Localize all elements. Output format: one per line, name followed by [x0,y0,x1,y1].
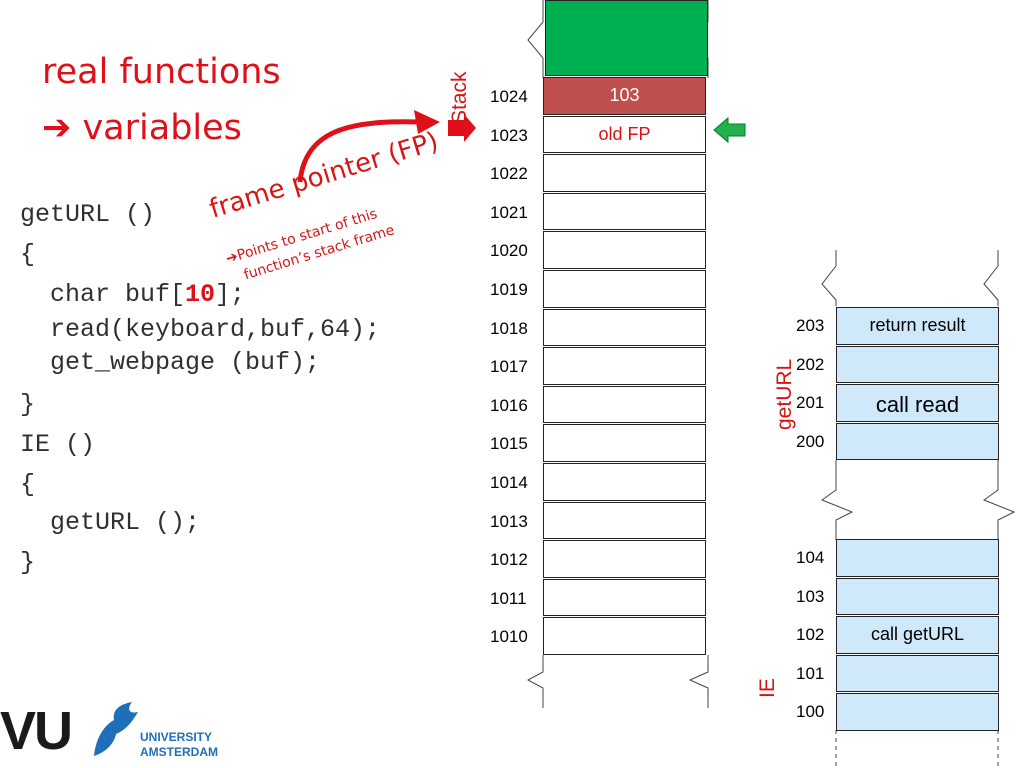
geturl-address-202: 202 [796,354,825,374]
stack-cell-1024 [543,77,706,115]
geturl-instr-203: return result [869,315,966,335]
geturl-instr-201: call read [875,392,960,417]
code-text: char buf[ [20,280,186,309]
stack-address-1016: 1016 [490,395,528,415]
code-line-6: } [20,390,36,419]
geturl-label: getURL [773,358,796,430]
stack-cell-1017 [543,347,706,385]
stack-address-1010: 1010 [490,627,528,647]
stack-old-fp: old FP [598,123,651,144]
stack-cell-1014 [543,463,706,501]
stack-address-1011: 1011 [490,588,527,608]
stack-address-1023: 1023 [490,125,528,145]
stack-left-break [527,0,544,78]
ie-instr-102: call getURL [870,624,965,644]
slide-title-line2: ➔ variables [42,108,242,148]
stack-cell-1015 [543,424,706,462]
ie-cell-102 [836,616,999,654]
code-line-9: getURL (); [20,508,201,537]
stack-address-1018: 1018 [490,318,528,338]
ie-address-104: 104 [796,548,825,567]
slide-title-line2-text: variables [82,108,242,148]
ie-cell-101 [836,654,999,692]
fp-curved-arrow [297,119,421,183]
ie-address-102: 102 [796,625,825,644]
stack-address-1017: 1017 [490,357,528,377]
griffin-logo-icon [94,702,138,756]
geturl-cell-203 [836,307,999,345]
stack-address-1019: 1019 [490,280,528,299]
code-line-7: IE () [20,430,96,459]
stack-address-1020: 1020 [490,241,528,261]
ie-cell-103 [836,577,999,615]
stack-cell-1010 [543,617,706,655]
stack-bottom-right-break [688,655,709,708]
stack-address-1022: 1022 [490,164,528,184]
stack-cell-1013 [543,501,706,540]
code-mid-left-break [820,460,854,540]
stack-address-1013: 1013 [490,511,528,531]
stack-green-block [545,0,708,76]
stack-top-value: 103 [609,85,640,105]
slide-title-line1: real functions [42,52,281,92]
geturl-address-200: 200 [796,431,825,451]
stack-red-arrow-icon [448,114,476,142]
code-suffix: ]; [215,280,246,309]
code-mid-right-break [982,460,1016,540]
stack-cell-1020 [543,231,706,269]
stack-cell-1016 [543,385,706,424]
ie-address-101: 101 [796,663,825,683]
geturl-address-201: 201 [796,393,825,412]
stack-cell-1021 [543,192,706,231]
stack-cell-1019 [543,270,706,308]
geturl-address-203: 203 [796,316,825,335]
fp-arrow-head [414,110,440,134]
buf-size: 10 [185,280,216,309]
stack-address-1021: 1021 [490,202,528,222]
ie-cell-100 [836,693,999,731]
code-line-3: char buf[10]; [20,280,245,309]
ie-address-103: 103 [796,586,825,606]
code-line-5: get_webpage (buf); [20,348,321,377]
stack-cell-1022 [543,154,706,192]
green-left-arrow-icon [713,116,746,144]
stack-address-1014: 1014 [490,473,528,492]
code-line-10: } [20,548,36,577]
ie-address-100: 100 [796,702,825,721]
vu-logo-text: VU [0,701,73,761]
stack-label: Stack [448,71,471,124]
geturl-cell-200 [836,422,999,460]
stack-bottom-left-break [526,655,544,708]
ie-cell-104 [836,539,999,577]
ie-label: IE [756,678,779,698]
stack-cell-1012 [543,540,706,578]
code-top-left-break [821,250,837,306]
logo-university: UNIVERSITY [140,730,213,744]
stack-address-1024: 1024 [490,87,528,106]
code-line-4: read(keyboard,buf,64); [20,315,381,344]
stack-address-1012: 1012 [490,550,528,570]
stack-cell-1011 [543,578,706,617]
right-arrow-icon: ➔ [42,108,72,148]
geturl-cell-202 [836,345,999,383]
code-line-1: getURL () [20,200,156,229]
code-line-8: { [20,470,36,499]
code-top-right-break [983,250,999,306]
stack-cell-1018 [543,308,706,347]
geturl-cell-201 [836,384,999,422]
stack-address-1015: 1015 [490,434,528,454]
code-line-2: { [20,240,36,269]
logo-amsterdam: AMSTERDAM [140,745,218,759]
stack-cell-1023 [543,115,706,154]
